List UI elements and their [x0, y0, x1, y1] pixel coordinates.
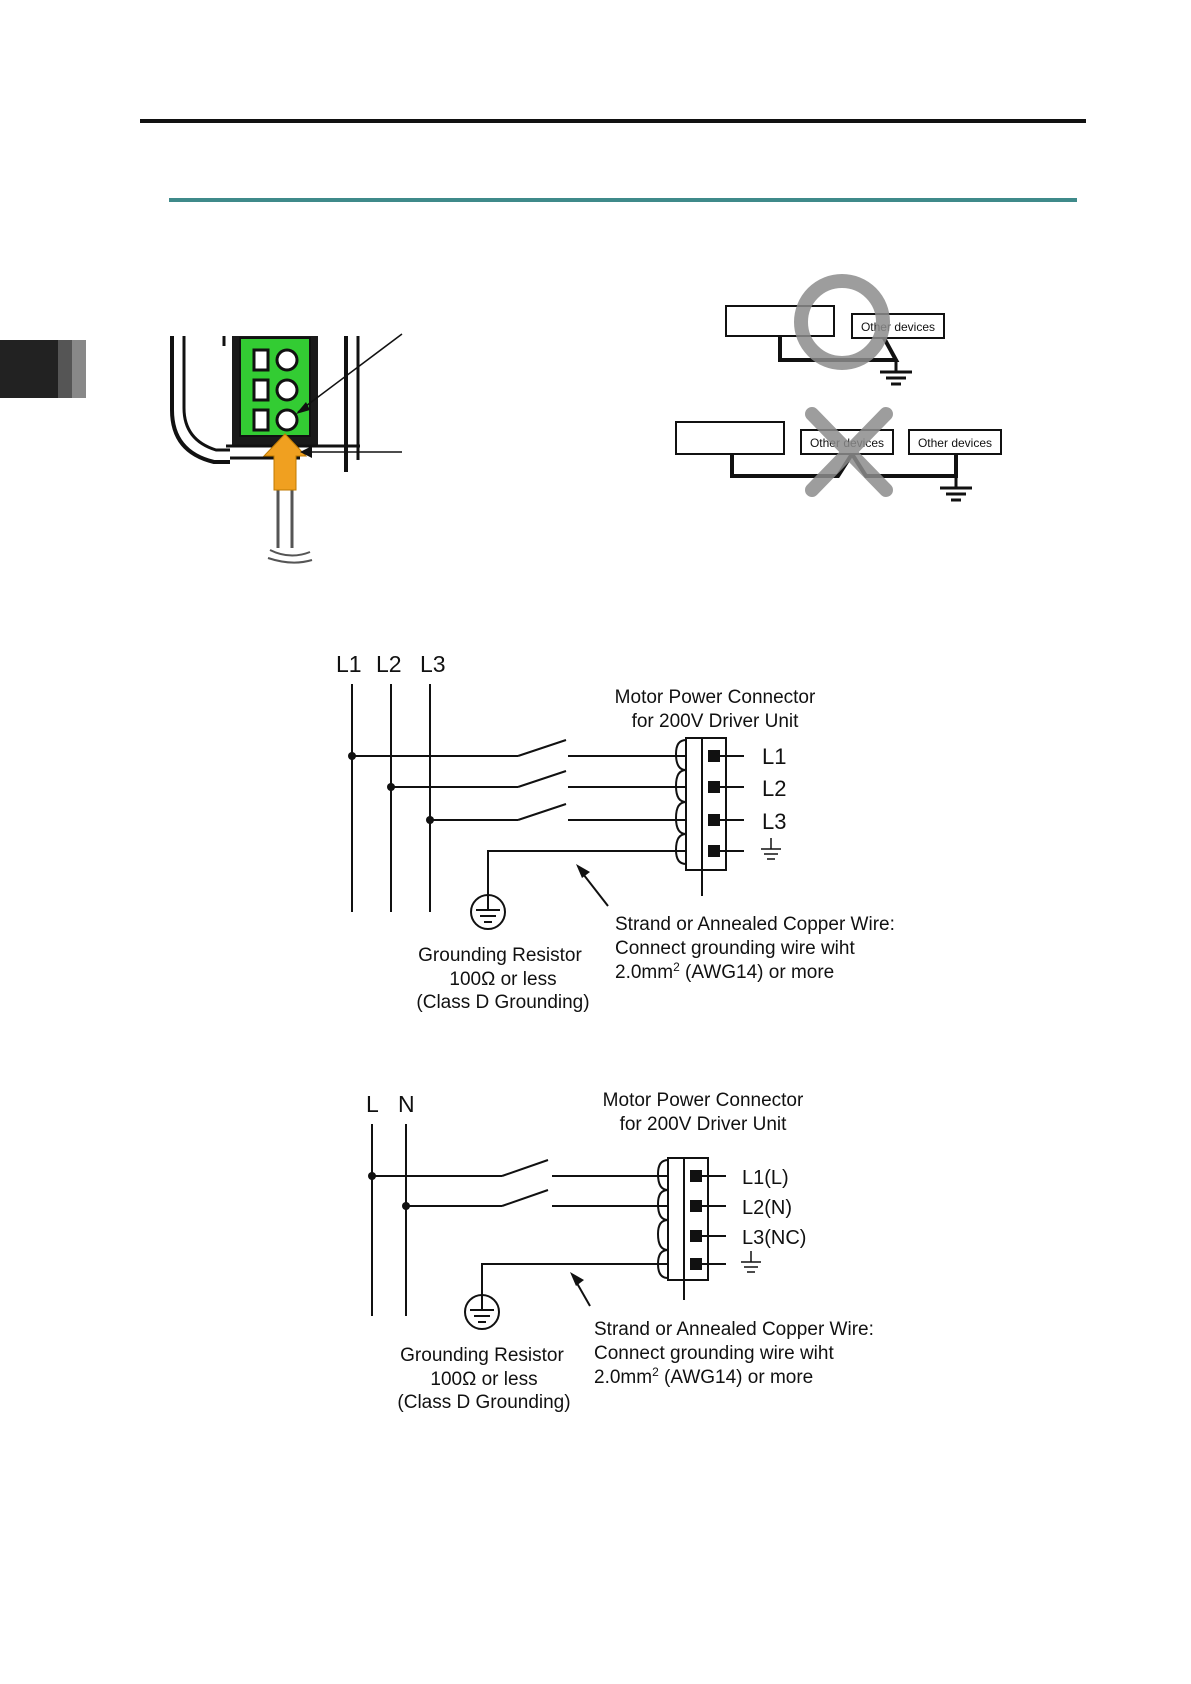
wire-note: Strand or Annealed Copper Wire: [594, 1319, 874, 1340]
terminal-label: L2 [762, 776, 786, 801]
connector-title: for 200V Driver Unit [620, 1114, 788, 1135]
chapter-tab [0, 340, 86, 398]
supply-label: N [398, 1091, 415, 1117]
wire-note: 2.0mm2 (AWG14) or more [615, 960, 834, 983]
terminal-label: L2(N) [742, 1197, 792, 1219]
other-devices-label: Other devices [861, 320, 935, 334]
terminal-label: L3 [762, 809, 786, 834]
header-rule [140, 119, 1086, 123]
resistor-note: 100Ω or less [449, 969, 556, 990]
three-phase-wiring-diagram: L1 L2 L3 [336, 651, 895, 1013]
connector-title: for 200V Driver Unit [632, 711, 800, 732]
section-rule [169, 198, 1077, 202]
resistor-note: Grounding Resistor [418, 945, 582, 966]
grounding-tip-bad: Other devices Other devices [675, 407, 1002, 502]
terminal-label: L1 [762, 744, 786, 769]
wire-note: Strand or Annealed Copper Wire: [615, 914, 895, 935]
correct-mark-icon [794, 274, 890, 370]
supply-label: L1 [336, 651, 362, 677]
resistor-note: (Class D Grounding) [397, 1392, 570, 1413]
single-phase-wiring-diagram: L N [366, 1090, 874, 1413]
wire-note: Connect grounding wire wiht [615, 938, 855, 959]
resistor-note: 100Ω or less [430, 1369, 537, 1390]
wire-note: 2.0mm2 (AWG14) or more [594, 1365, 813, 1388]
resistor-note: Grounding Resistor [400, 1345, 564, 1366]
resistor-note: (Class D Grounding) [416, 992, 589, 1013]
supply-label: L2 [376, 651, 402, 677]
connector-title: Motor Power Connector [603, 1090, 804, 1111]
wire-note: Connect grounding wire wiht [594, 1343, 834, 1364]
supply-label: L3 [420, 651, 446, 677]
grounding-tip-good: Other devices [725, 274, 945, 386]
connector-illustration [170, 333, 403, 564]
wrong-mark-icon [805, 407, 893, 497]
other-devices-label: Other devices [918, 436, 992, 450]
connector-title: Motor Power Connector [615, 687, 816, 708]
terminal-label: L1(L) [742, 1167, 789, 1189]
supply-label: L [366, 1091, 379, 1117]
terminal-label: L3(NC) [742, 1227, 806, 1249]
